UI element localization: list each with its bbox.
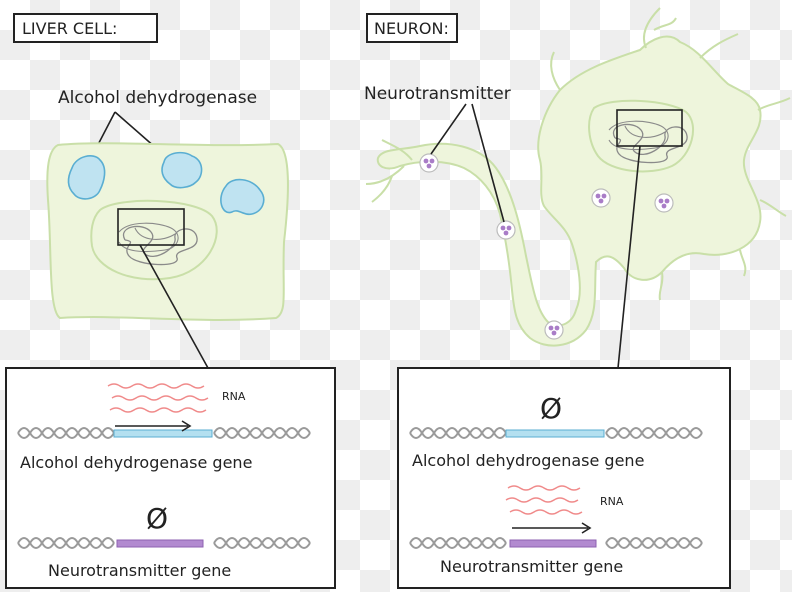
liver-adh-gene-bar [113, 429, 213, 438]
vesicle-2 [496, 220, 516, 240]
liver-nt-gene-bar [116, 539, 204, 548]
neurotransmitter-label: Neurotransmitter [364, 84, 511, 104]
liver-inset-box [5, 367, 336, 589]
liver-arrow-head [181, 420, 192, 432]
neuron-gene2-label: Neurotransmitter gene [440, 557, 623, 576]
liver-gene2-label: Neurotransmitter gene [48, 561, 231, 580]
vesicle-1 [419, 153, 439, 173]
neuron-dendrites [365, 7, 791, 301]
liver-panel: LIVER CELL: Alcohol dehydrogenase RNA Al… [5, 13, 336, 589]
liver-null-symbol: Ø [146, 502, 168, 535]
enzyme-label: Alcohol dehydrogenase [58, 88, 257, 108]
liver-rna-label: RNA [222, 390, 246, 403]
neuron-panel: NEURON: Neurotransmitter Ø [364, 7, 791, 589]
neuron-gene1-label: Alcohol dehydrogenase gene [412, 451, 644, 470]
enzyme-blob-2 [161, 151, 203, 189]
neuron-null-symbol: Ø [540, 392, 562, 425]
liver-nucleus [90, 199, 218, 281]
neuron-title: NEURON: [374, 19, 449, 38]
liver-rna-strands [107, 383, 209, 413]
neuron-zoom-line [617, 145, 641, 369]
liver-title-box [13, 13, 158, 43]
liver-zoom-line [139, 244, 209, 369]
neuron-arrow-head [581, 522, 592, 534]
neuron-nucleus [588, 99, 695, 173]
liver-zoom-box [117, 208, 185, 246]
vesicle-5 [544, 320, 564, 340]
neuron-inset-box [397, 367, 731, 589]
enzyme-blob-3 [220, 178, 265, 216]
vesicle-4 [654, 193, 674, 213]
neuron-zoom-box [616, 109, 683, 147]
neuron-adh-gene-bar [505, 429, 605, 438]
enzyme-blob-1 [67, 155, 106, 200]
vesicle-3 [591, 188, 611, 208]
liver-title: LIVER CELL: [22, 19, 117, 38]
neuron-nt-gene-bar [509, 539, 597, 548]
neuron-rna-label: RNA [600, 495, 624, 508]
neuron-title-box [366, 13, 458, 43]
neuron-body [376, 35, 762, 347]
neuron-rna-strands [505, 485, 583, 515]
vesicle-pointer-lines [430, 103, 505, 223]
liver-gene1-label: Alcohol dehydrogenase gene [20, 453, 252, 472]
